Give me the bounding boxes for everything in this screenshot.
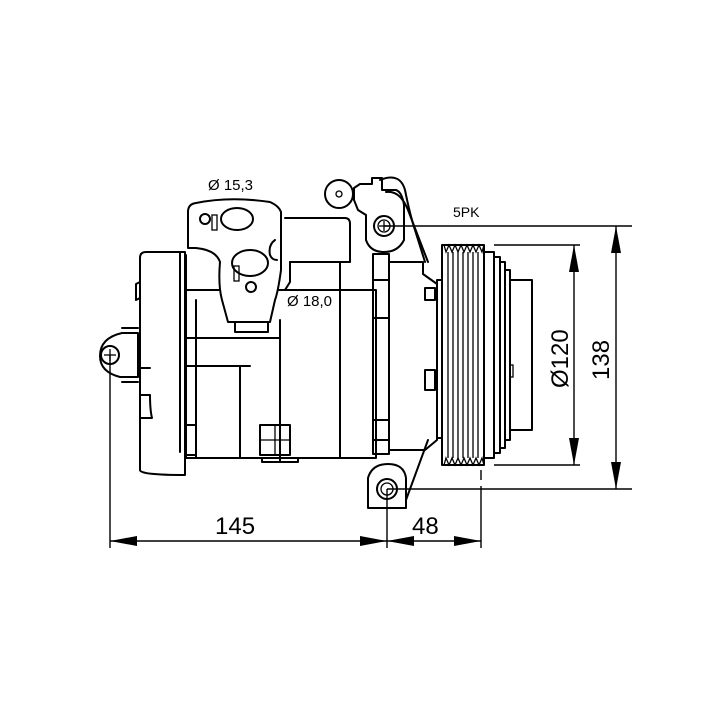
body-length-dimension: 145	[215, 513, 255, 540]
dimension-lines	[109, 225, 632, 548]
pulley-5pk	[436, 243, 533, 480]
bottom-mount-ear	[367, 439, 429, 509]
pulley-diameter-dimension: Ø120	[547, 329, 574, 388]
left-mount-ear	[99, 327, 151, 383]
suction-port-label: Ø 15,3	[208, 177, 253, 194]
pulley-offset-dimension: 48	[412, 513, 439, 540]
rear-housing	[135, 251, 187, 476]
compressor-body	[185, 217, 377, 463]
belt-type-label: 5PK	[453, 204, 480, 220]
overall-height-dimension: 138	[588, 340, 615, 380]
sensor-connector	[324, 176, 429, 263]
discharge-port-label: Ø 18,0	[287, 293, 332, 310]
front-housing	[372, 253, 438, 455]
port-manifold	[187, 198, 282, 333]
